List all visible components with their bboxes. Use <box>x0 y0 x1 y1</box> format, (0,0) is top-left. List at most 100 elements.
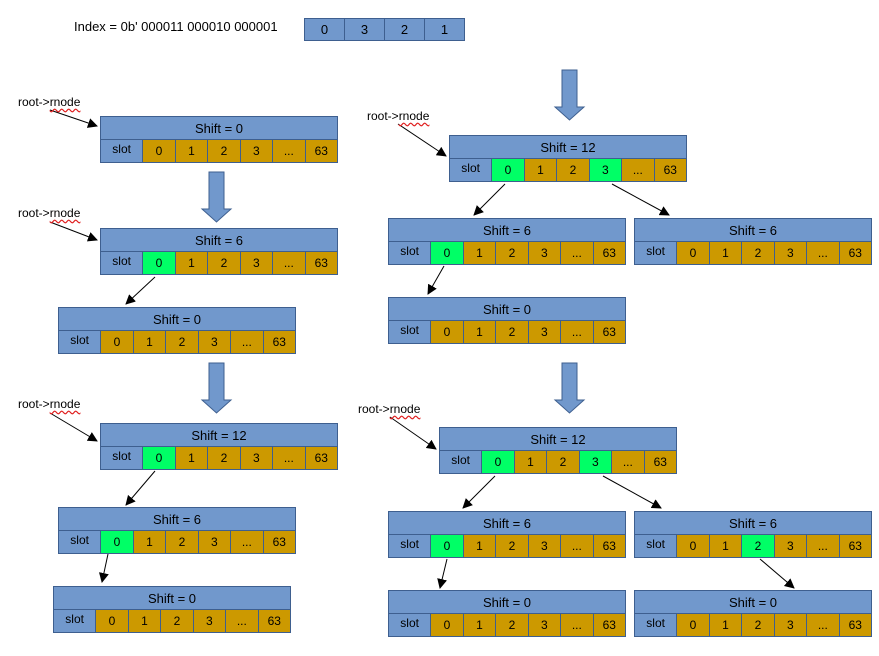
slot-cell: 1 <box>708 241 743 265</box>
slot-cell: ... <box>621 158 655 182</box>
node-header: Shift = 0 <box>53 586 291 610</box>
child-pointer-arrow <box>759 558 795 589</box>
slot-cell: 0 <box>430 613 464 637</box>
root-pointer-arrow <box>397 123 447 157</box>
slot-label: slot <box>388 613 432 637</box>
slot-cell: ... <box>230 330 264 354</box>
node-header: Shift = 6 <box>634 511 872 535</box>
root-rnode-label: root->rnode <box>18 206 81 220</box>
slot-label: slot <box>439 450 483 474</box>
root-rnode-label: root->rnode <box>18 95 81 109</box>
slot-cell: ... <box>806 534 840 558</box>
slot-cell: 63 <box>304 251 338 275</box>
slot-cell: 2 <box>165 330 199 354</box>
slot-cell: 63 <box>838 241 872 265</box>
root-pointer-arrow <box>49 412 98 442</box>
slot-cell-highlighted: 0 <box>481 450 515 474</box>
slot-cell: ... <box>225 609 259 633</box>
slot-label: slot <box>100 446 144 470</box>
slot-cell: 1 <box>708 613 743 637</box>
slot-label: slot <box>449 158 493 182</box>
slot-cell: 3 <box>197 330 232 354</box>
slot-cell: 2 <box>160 609 194 633</box>
slot-label: slot <box>388 241 432 265</box>
slot-cell: 63 <box>838 534 872 558</box>
slot-cell: 0 <box>676 534 710 558</box>
slot-cell: 1 <box>132 530 167 554</box>
slot-cell-highlighted: 0 <box>100 530 134 554</box>
root-rnode-label: root->rnode <box>367 109 430 123</box>
slot-cell: 3 <box>239 251 274 275</box>
node-header: Shift = 0 <box>100 116 338 140</box>
slot-cell: 63 <box>592 534 626 558</box>
child-pointer-arrow <box>473 183 506 216</box>
slot-cell-highlighted: 0 <box>142 251 176 275</box>
slot-cell: 3 <box>527 534 562 558</box>
slot-cell: 63 <box>257 609 291 633</box>
slot-cell: 3 <box>773 241 808 265</box>
slot-cell: 63 <box>304 139 338 163</box>
slot-cell: 2 <box>207 446 241 470</box>
slot-cell: 1 <box>174 139 209 163</box>
index-cell: 1 <box>424 18 465 41</box>
slot-cell: 3 <box>773 534 808 558</box>
slot-cell: 63 <box>643 450 677 474</box>
slot-cell: 2 <box>546 450 580 474</box>
node-header: Shift = 6 <box>100 228 338 252</box>
slot-cell: 63 <box>838 613 872 637</box>
slot-cell: ... <box>806 613 840 637</box>
slot-cell: 3 <box>527 613 562 637</box>
slot-cell: 2 <box>556 158 590 182</box>
slot-cell: 1 <box>462 613 497 637</box>
slot-cell: 2 <box>165 530 199 554</box>
slot-cell: 1 <box>174 251 209 275</box>
slot-cell: 3 <box>773 613 808 637</box>
slot-cell: ... <box>272 446 306 470</box>
slot-cell-highlighted: 0 <box>430 534 464 558</box>
index-cell: 0 <box>304 18 345 41</box>
child-pointer-arrow <box>611 183 670 216</box>
slot-cell: 3 <box>527 320 562 344</box>
slot-cell: 1 <box>708 534 743 558</box>
slot-cell: 1 <box>462 534 497 558</box>
node-header: Shift = 0 <box>634 590 872 614</box>
slot-cell: ... <box>611 450 645 474</box>
slot-cell-highlighted: 3 <box>588 158 623 182</box>
slot-cell-highlighted: 2 <box>741 534 775 558</box>
slot-cell: 2 <box>495 320 529 344</box>
down-arrow-icon <box>200 362 233 414</box>
slot-cell: 1 <box>462 320 497 344</box>
slot-label: slot <box>53 609 97 633</box>
slot-cell: 2 <box>495 534 529 558</box>
root-pointer-arrow <box>49 221 98 242</box>
slot-cell: ... <box>560 534 594 558</box>
index-cell: 3 <box>344 18 385 41</box>
slot-cell: 0 <box>95 609 129 633</box>
slot-cell: 63 <box>592 320 626 344</box>
child-pointer-arrow <box>437 558 448 589</box>
slot-cell: 63 <box>304 446 338 470</box>
slot-cell: ... <box>230 530 264 554</box>
root-pointer-arrow <box>389 416 437 450</box>
slot-cell: 0 <box>676 613 710 637</box>
root-rnode-label: root->rnode <box>358 402 421 416</box>
slot-cell: 2 <box>741 613 775 637</box>
node-header: Shift = 12 <box>449 135 687 159</box>
node-header: Shift = 6 <box>388 511 626 535</box>
slot-cell: 0 <box>142 139 176 163</box>
slot-cell: 1 <box>462 241 497 265</box>
child-pointer-arrow <box>125 276 156 305</box>
